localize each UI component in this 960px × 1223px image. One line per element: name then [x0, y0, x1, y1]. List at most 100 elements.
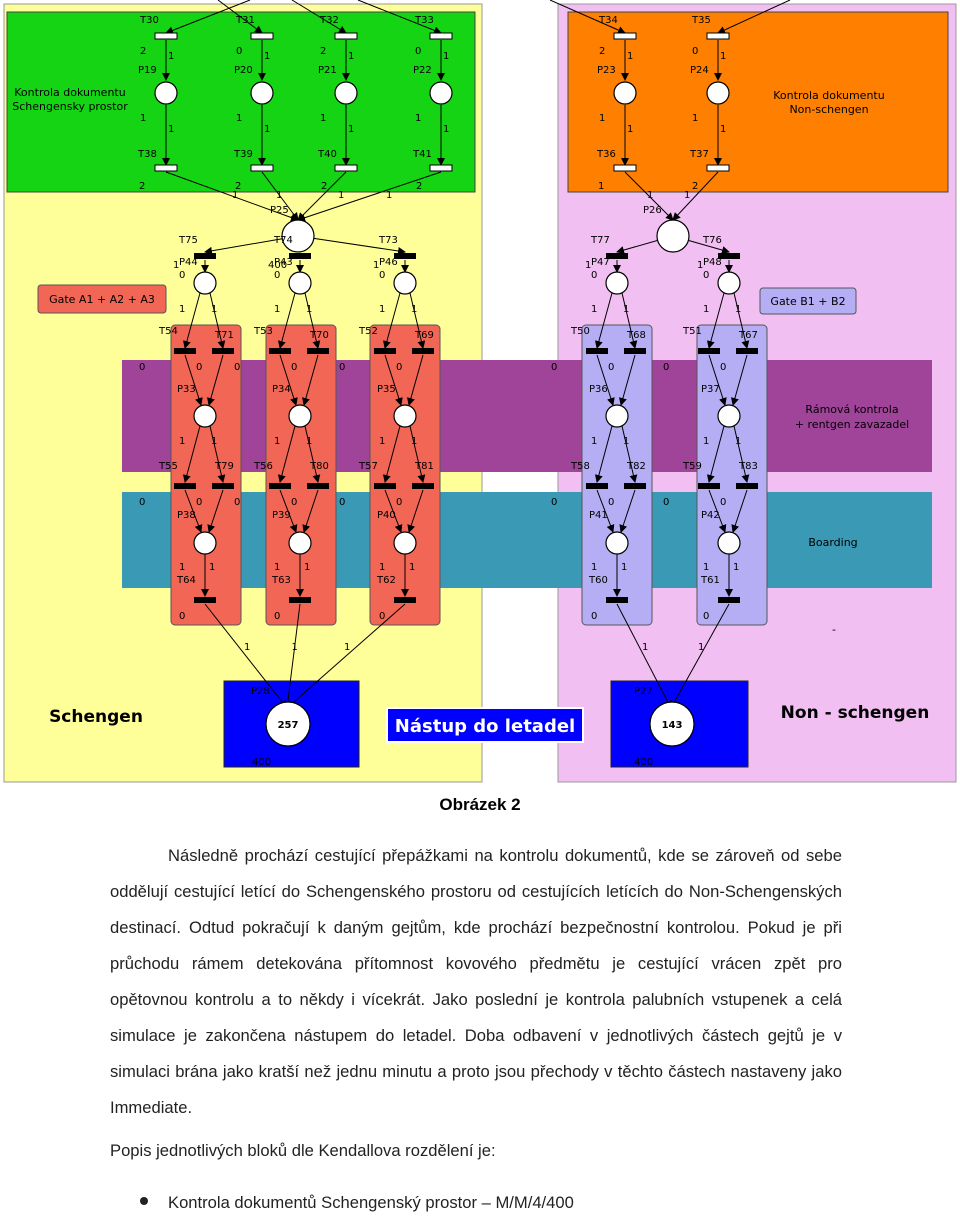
- weight: 1: [276, 190, 282, 201]
- label-p34: P34: [272, 384, 291, 395]
- label-p40: P40: [377, 510, 396, 521]
- ramova-label-2: + rentgen zavazadel: [795, 418, 909, 431]
- arc: [409, 292, 426, 349]
- label-p39: P39: [272, 510, 291, 521]
- weight: 2: [139, 181, 145, 192]
- tokens-p28: 257: [278, 720, 299, 731]
- transition-t32: [334, 32, 358, 40]
- boarding-band: [122, 492, 932, 588]
- gate-a-label: Gate A1 + A2 + A3: [49, 293, 155, 306]
- weight: 1: [627, 124, 633, 135]
- label-t41: T41: [412, 149, 432, 160]
- label-t60: T60: [588, 575, 608, 586]
- arc: [304, 292, 321, 349]
- arc: [407, 354, 424, 406]
- weight: 1: [598, 181, 604, 192]
- ramova-label-1: Rámová kontrola: [805, 403, 898, 416]
- weight: 1: [647, 190, 653, 201]
- weight: 1: [338, 190, 344, 201]
- kontrola-non-schengen-label-2: Non-schengen: [789, 103, 868, 116]
- label-t38: T38: [137, 149, 157, 160]
- transition-t34: [613, 32, 637, 40]
- transition-t55: [174, 483, 196, 489]
- transition-t58: [586, 483, 608, 489]
- gate-b-label-box: [759, 287, 857, 315]
- boarding-label: Boarding: [808, 536, 857, 549]
- place-p47: [605, 271, 629, 295]
- gate-column-b2: [696, 324, 768, 626]
- label-t71: T71: [214, 330, 234, 341]
- transition-t71: [212, 348, 234, 354]
- label-t82: T82: [626, 461, 646, 472]
- weight: 1: [304, 562, 310, 573]
- nodes: [154, 32, 758, 747]
- weight: 1: [415, 113, 421, 124]
- transition-t68: [624, 348, 646, 354]
- weight: 1: [720, 51, 726, 62]
- weight: 1: [411, 304, 417, 315]
- arc: [283, 603, 301, 709]
- arc: [207, 354, 224, 406]
- label-p47: P47: [591, 257, 610, 268]
- weight: 1: [168, 51, 174, 62]
- weight: 0: [196, 362, 202, 373]
- weight: 1: [306, 304, 312, 315]
- transition-t81: [412, 483, 434, 489]
- label-t36: T36: [596, 149, 616, 160]
- label-t30: T30: [139, 15, 159, 26]
- bullet-icon: [140, 1197, 148, 1205]
- place-p43: [288, 271, 312, 295]
- place-p19: [154, 81, 178, 105]
- place-p21: [334, 81, 358, 105]
- weight: 1: [697, 260, 703, 271]
- transition-t82: [624, 483, 646, 489]
- weight: 1: [379, 436, 385, 447]
- transition-t35: [706, 32, 730, 40]
- transition-t52: [374, 348, 396, 354]
- transition-t74: [289, 253, 311, 259]
- weight: 0: [591, 611, 597, 622]
- label-t31: T31: [235, 15, 255, 26]
- arc: [184, 354, 203, 406]
- arc: [382, 425, 401, 483]
- arc: [302, 354, 319, 406]
- label-t79: T79: [214, 461, 234, 472]
- label-p43: P43: [274, 257, 293, 268]
- arc: [261, 171, 299, 221]
- weight: 0: [396, 362, 402, 373]
- weight: 0: [179, 611, 185, 622]
- label-p35: P35: [377, 384, 396, 395]
- arc: [624, 171, 674, 221]
- weight: 1: [585, 260, 591, 271]
- weight: 1: [379, 304, 385, 315]
- arc: [302, 489, 319, 533]
- label-t61: T61: [700, 575, 720, 586]
- weight: 0: [415, 46, 421, 57]
- weight: 1: [698, 642, 704, 653]
- weight: 0: [663, 362, 669, 373]
- label-t75: T75: [178, 235, 198, 246]
- weight: 1: [591, 436, 597, 447]
- label-t74: T74: [273, 235, 293, 246]
- transition-t57: [374, 483, 396, 489]
- label-t33: T33: [414, 15, 434, 26]
- transition-t41: [429, 164, 453, 172]
- arc: [731, 354, 748, 406]
- transition-t54: [174, 348, 196, 354]
- kontrola-schengen-label-2: Schengensky prostor: [12, 100, 128, 113]
- label-t53: T53: [253, 326, 273, 337]
- weight: 1: [344, 642, 350, 653]
- weight: 1: [720, 124, 726, 135]
- gate-column-b1: [581, 324, 653, 626]
- weight: 1: [244, 642, 250, 653]
- weight: 0: [339, 362, 345, 373]
- schengen-label: Schengen: [49, 707, 143, 727]
- place-p42: [717, 531, 741, 555]
- weight: 2: [692, 181, 698, 192]
- transition-t62: [394, 597, 416, 603]
- arc: [277, 292, 296, 349]
- label-p36: P36: [589, 384, 608, 395]
- transition-t70: [307, 348, 329, 354]
- weight: 1: [591, 562, 597, 573]
- label-p48: P48: [703, 257, 722, 268]
